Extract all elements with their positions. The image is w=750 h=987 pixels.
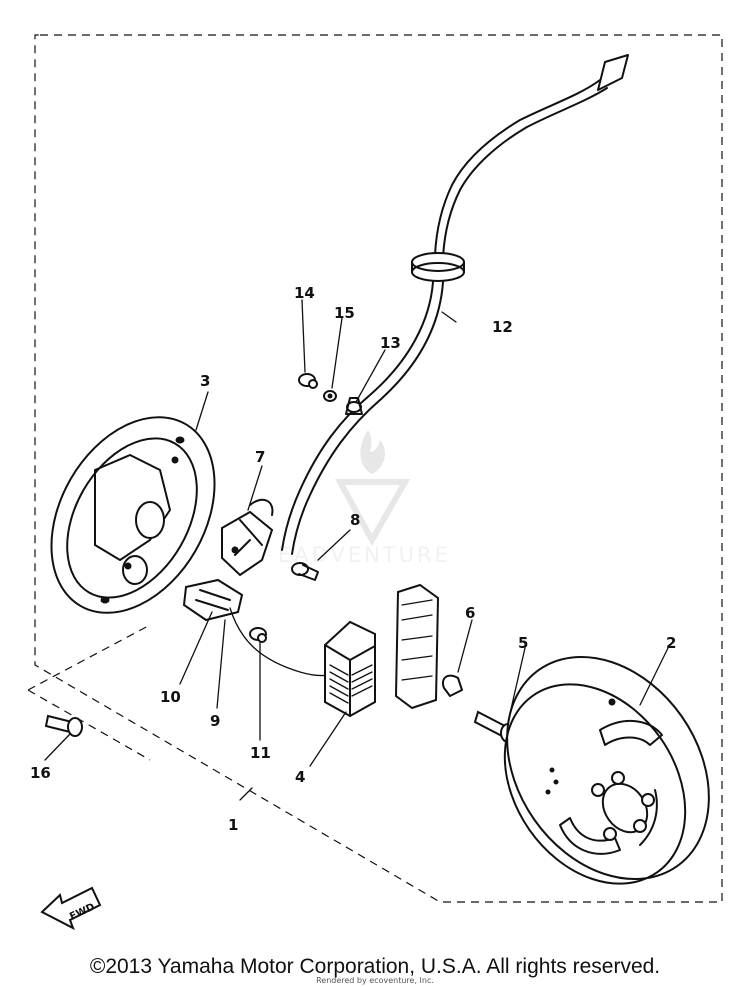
base-plate-3	[50, 416, 216, 614]
callout-16: 16	[30, 764, 51, 782]
contact-breaker-7	[221, 498, 274, 577]
screw-14	[298, 373, 318, 389]
watermark-text: EADVENTURE	[278, 543, 451, 567]
callout-12: 12	[492, 318, 513, 336]
callout-5: 5	[518, 634, 528, 652]
copyright-notice: ©2013 Yamaha Motor Corporation, U.S.A. A…	[89, 955, 661, 978]
callout-15: 15	[334, 304, 355, 322]
callout-8: 8	[350, 511, 360, 529]
callout-7: 7	[255, 448, 265, 466]
washer-15	[323, 390, 337, 402]
charging-coil-4	[324, 620, 376, 718]
rendered-by-note: Rendered by ecoventure, Inc.	[316, 976, 434, 985]
callout-11: 11	[250, 744, 271, 762]
lighting-coil-6	[394, 583, 463, 710]
callout-1: 1	[228, 816, 238, 834]
callout-3: 3	[200, 372, 210, 390]
condenser-10	[182, 578, 244, 622]
assembly-outline	[34, 34, 723, 903]
callout-6: 6	[465, 604, 475, 622]
flywheel-rotor-2	[503, 655, 710, 885]
wire-clamp-13	[345, 397, 363, 415]
callout-14: 14	[294, 284, 315, 302]
screw-16	[44, 714, 83, 737]
callout-4: 4	[295, 768, 305, 786]
callout-13: 13	[380, 334, 401, 352]
screw-11	[249, 627, 267, 643]
wire-harness	[281, 54, 629, 555]
watermark-logo: EADVENTURE	[278, 430, 451, 567]
screw-8	[291, 562, 319, 581]
leader-lines	[44, 299, 669, 801]
callout-9: 9	[210, 712, 220, 730]
callout-2: 2	[666, 634, 676, 652]
fwd-arrow-icon: FWD	[40, 886, 102, 931]
inner-outline	[27, 624, 151, 761]
callout-10: 10	[160, 688, 181, 706]
